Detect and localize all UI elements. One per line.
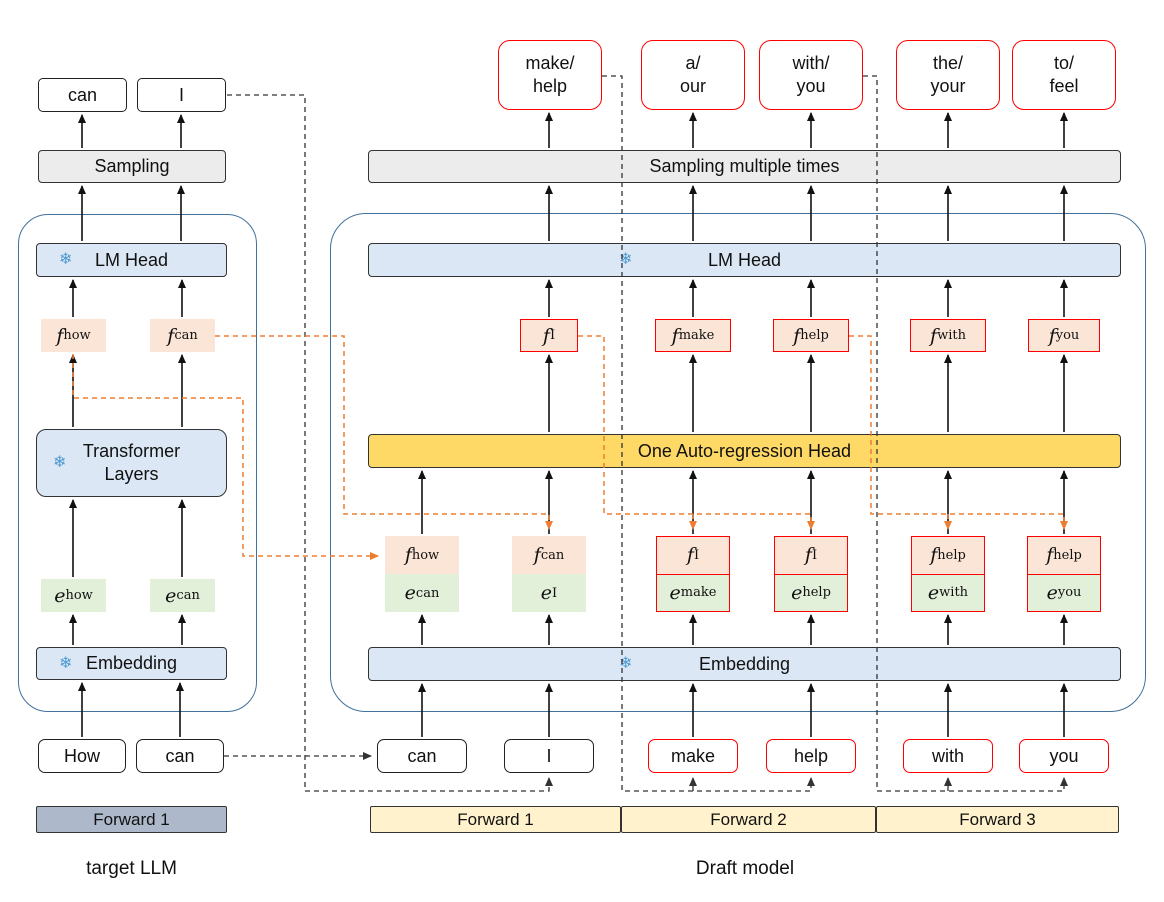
target-output-token-i: I [137,78,226,112]
auto-regression-head-label: One Auto-regression Head [637,440,852,461]
target-input-token-how: How [38,739,126,773]
draft-output-box-to-feel: to/ feel [1012,40,1116,110]
target-lm-head-bar: ❄ LM Head [36,243,227,277]
draft-output-box-a-our: a/ our [641,40,745,110]
snowflake-icon: ❄ [619,655,633,672]
draft-model-caption: Draft model [695,858,795,879]
draft-output-box-with-you: with/ you [759,40,863,110]
draft-embedding-label: Embedding [698,653,791,674]
draft-input-token-help: help [766,739,856,773]
draft-embedding-bar: ❄ Embedding [368,647,1121,681]
draft-forward-3-label: Forward 3 [959,809,1036,829]
draft-lm-head-label: LM Head [707,249,782,270]
draft-forward-1-bar: Forward 1 [370,806,621,833]
draft-input-token-with: with [903,739,993,773]
transformer-layers-box: ❄ Transformer Layers [36,429,227,497]
draft-input-token-you: you [1019,739,1109,773]
snowflake-icon: ❄ [59,251,73,268]
draft-output-box-the-your: the/ your [896,40,1000,110]
auto-regression-head-bar: One Auto-regression Head [368,434,1121,468]
draft-input-token-make: make [648,739,738,773]
target-sampling-label: Sampling [94,156,170,176]
target-sampling-bar: Sampling [38,150,226,183]
target-forward-1-bar: Forward 1 [36,806,227,833]
target-forward-1-label: Forward 1 [93,809,170,829]
target-llm-caption: target LLM [86,858,177,879]
target-embedding-label: Embedding [85,653,178,673]
target-lm-head-label: LM Head [94,249,169,270]
snowflake-icon: ❄ [53,454,67,471]
snowflake-icon: ❄ [59,654,73,672]
transformer-layers-label: Transformer Layers [82,440,181,484]
draft-output-box-make-help: make/ help [498,40,602,110]
draft-forward-3-bar: Forward 3 [876,806,1119,833]
draft-sampling-bar: Sampling multiple times [368,150,1121,183]
draft-input-token-can: can [377,739,467,773]
snowflake-icon: ❄ [619,251,633,268]
target-input-token-can: can [136,739,224,773]
draft-forward-1-label: Forward 1 [457,809,534,829]
target-embedding-bar: ❄ Embedding [36,647,227,680]
draft-sampling-label: Sampling multiple times [649,156,840,176]
draft-lm-head-bar: ❄ LM Head [368,243,1121,277]
target-output-token-can: can [38,78,127,112]
draft-forward-2-bar: Forward 2 [621,806,876,833]
draft-forward-2-label: Forward 2 [710,809,787,829]
draft-input-token-i: I [504,739,594,773]
